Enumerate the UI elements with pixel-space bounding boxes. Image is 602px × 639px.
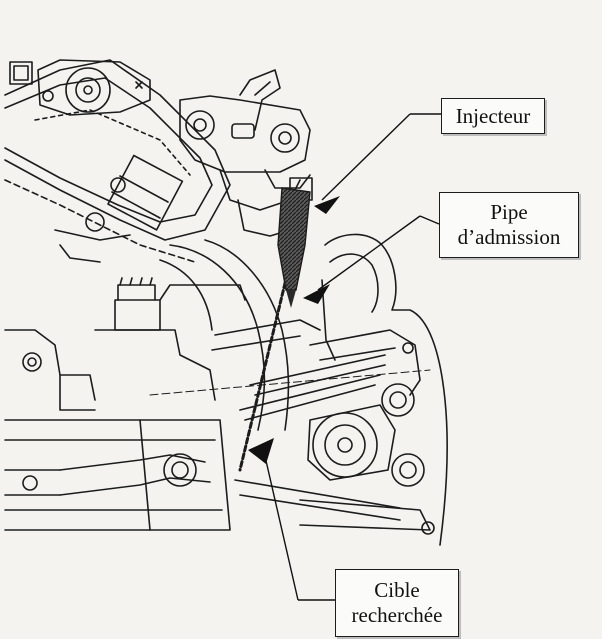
injector-axis — [238, 273, 289, 472]
pipe-label-line1: Pipe — [490, 200, 528, 224]
arrowheads — [248, 196, 340, 464]
pipe-arrowhead — [303, 284, 330, 304]
top-bracket — [9, 59, 151, 116]
pipe-label-line2: d’admission — [457, 225, 561, 249]
cylinder-head — [234, 233, 449, 546]
cible-label-line1: Cible — [374, 578, 420, 602]
injecteur-label-box: Injecteur — [441, 98, 545, 134]
injecteur-label: Injecteur — [455, 103, 531, 128]
injector-body — [277, 187, 311, 308]
pipe-admission-label-box: Pipe d’admission — [439, 192, 579, 258]
cible-label-line2: recherchée — [351, 603, 443, 627]
cible-arrowhead — [248, 438, 274, 464]
injecteur-arrowhead — [314, 196, 340, 214]
leader-lines — [263, 113, 441, 601]
cible-label-box: Cible recherchée — [335, 569, 459, 637]
intake-arm — [4, 59, 231, 263]
crank-block — [4, 277, 246, 531]
